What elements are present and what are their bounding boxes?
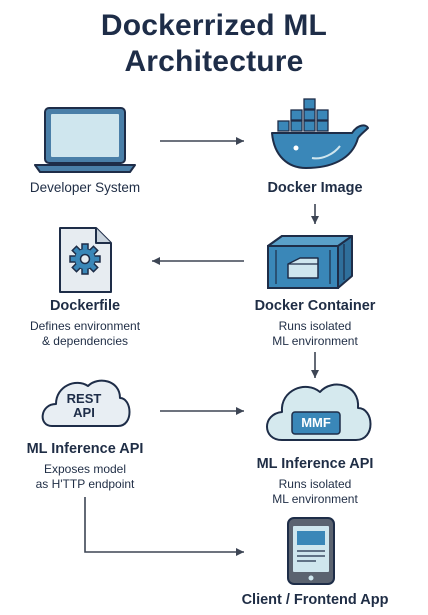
docker-whale-icon: [271, 98, 369, 169]
rest-api-icon-line2: API: [73, 405, 95, 420]
rest-api-cloud-icon: [41, 379, 131, 427]
arrow-api-to-client: [84, 497, 244, 556]
dockerfile-icon: [59, 227, 112, 293]
mmf-label: ML Inference API: [256, 456, 374, 472]
mmf-desc-line2: ML environment: [272, 492, 358, 506]
dockerfile-desc-line2: & dependencies: [41, 334, 129, 348]
rest-api-desc-line2: as H'TTP endpoint: [35, 477, 135, 491]
gear-icon: [69, 243, 101, 275]
phone-icon: [287, 517, 335, 585]
docker-container-desc-line1: Runs isolated: [278, 319, 352, 333]
developer-system-label: Developer System: [29, 180, 141, 195]
dockerfile-label: Dockerfile: [49, 298, 121, 314]
container-icon: [267, 235, 353, 289]
mmf-icon-text: MMF: [301, 415, 331, 430]
page-title-line2: Architecture: [124, 45, 304, 78]
page-title-line1: Dockerrized ML: [100, 9, 328, 42]
rest-api-icon-line1: REST: [66, 391, 102, 406]
docker-container-label: Docker Container: [254, 298, 376, 314]
docker-image-label: Docker Image: [267, 180, 363, 196]
rest-api-label: ML Inference API: [26, 441, 144, 457]
laptop-icon: [34, 107, 136, 173]
dockerfile-desc-line1: Defines environment: [29, 319, 141, 333]
mmf-desc-line1: Runs isolated: [278, 477, 352, 491]
mmf-cloud-icon: [266, 383, 372, 441]
rest-api-icon-text: REST API: [56, 392, 112, 420]
client-app-label: Client / Frontend App: [241, 592, 389, 608]
docker-container-desc-line2: ML environment: [272, 334, 358, 348]
rest-api-desc-line1: Exposes model: [43, 462, 127, 476]
